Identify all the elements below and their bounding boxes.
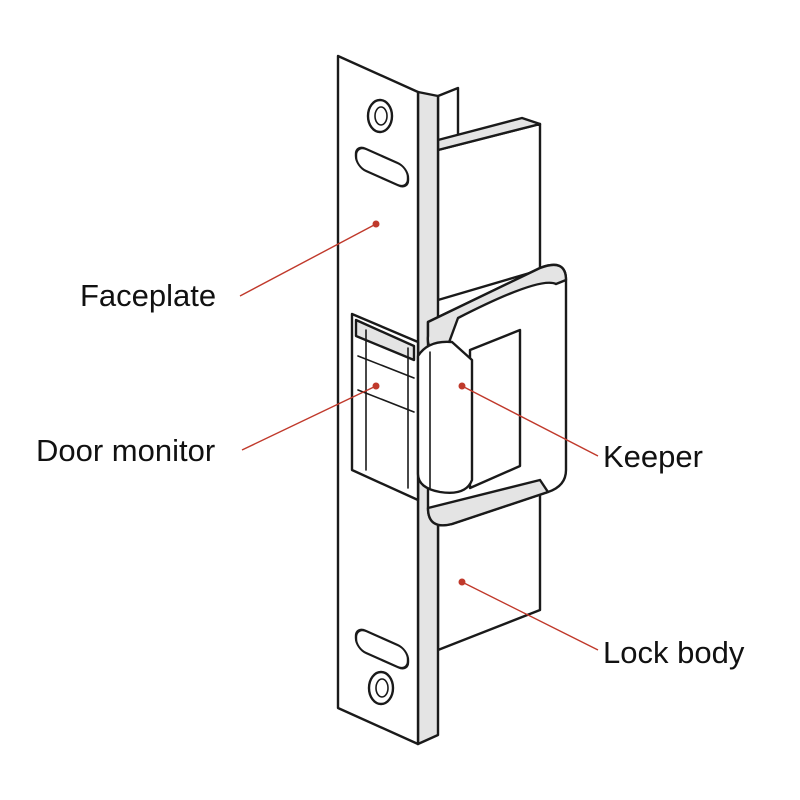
lower-slot: [354, 628, 410, 670]
faceplate-label: Faceplate: [80, 278, 216, 313]
faceplate-opening: [350, 312, 420, 502]
faceplate-leader-dot: [372, 220, 380, 228]
lock-body-leader-line: [461, 581, 599, 651]
keeper-leader-dot: [458, 382, 466, 390]
upper-slot: [354, 146, 410, 188]
lock-body-label: Lock body: [603, 635, 745, 670]
door-monitor-leader-line: [241, 385, 377, 451]
door-monitor-label: Door monitor: [36, 433, 215, 468]
keeper-leader-line: [461, 385, 599, 457]
upper-screw-hole: [366, 98, 394, 134]
leader-lines: [239, 220, 599, 651]
keeper-label: Keeper: [603, 439, 703, 474]
faceplate-leader-line: [239, 223, 377, 297]
door-monitor-leader-dot: [372, 382, 380, 390]
lock-body-leader-dot: [458, 578, 466, 586]
keeper: [416, 263, 568, 527]
lower-screw-hole: [367, 670, 395, 706]
